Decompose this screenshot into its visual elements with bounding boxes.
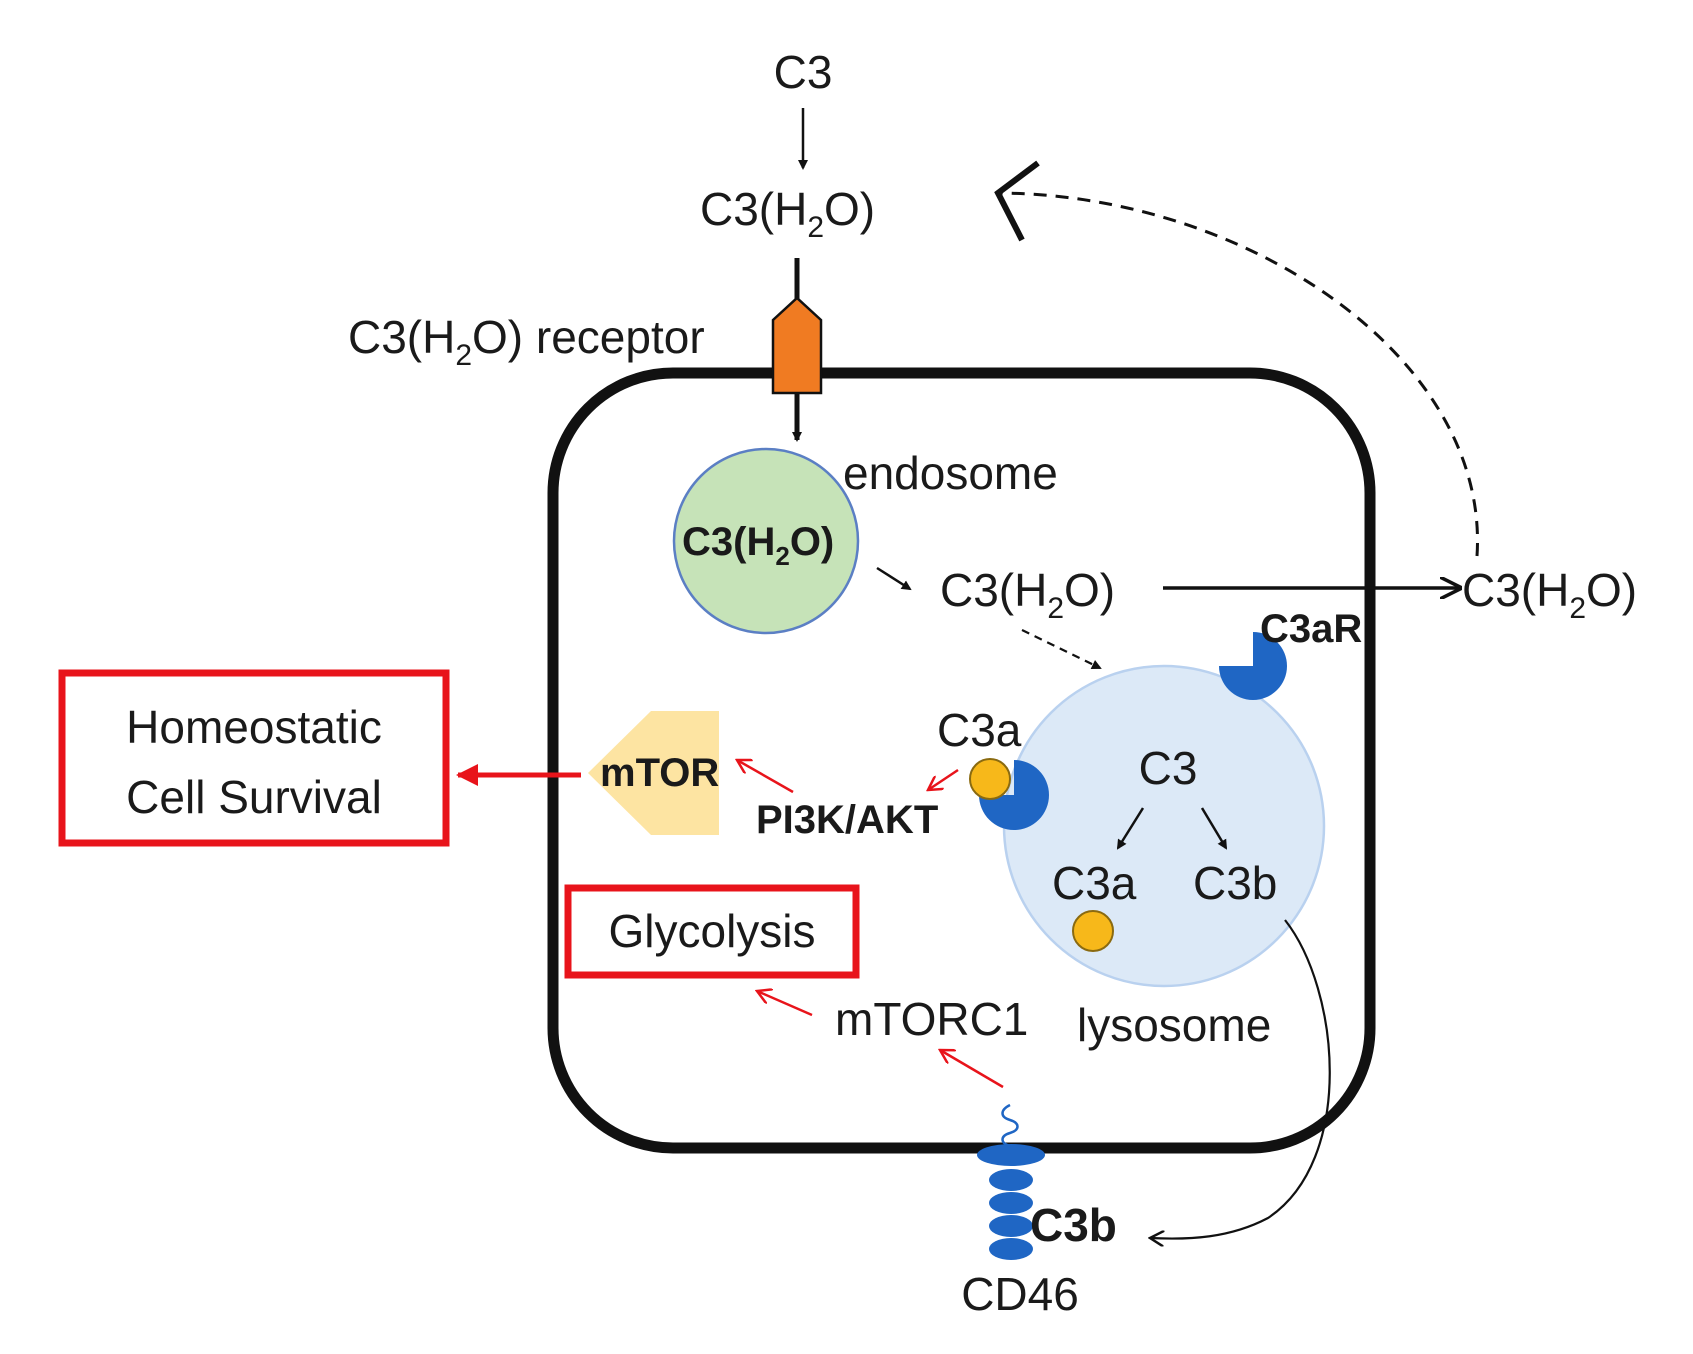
glycolysis-box: [564, 884, 860, 979]
c3b-bound-label: C3b: [1030, 1199, 1117, 1251]
lysosome-c3a-label: C3a: [1052, 857, 1137, 909]
c3ar-to-pi3k-arrow: [928, 768, 959, 790]
cd46-icon: [977, 1103, 1045, 1260]
lysosome-entry-dashed-arrow: [1021, 629, 1102, 669]
c3h2o-receptor-label: C3(H2O) receptor: [348, 311, 705, 372]
lysosome: [1002, 664, 1326, 988]
ball-icon: [969, 758, 1011, 800]
recycling-arrowhead: [994, 160, 1040, 242]
c3a-bound-label: C3a: [937, 704, 1022, 756]
homeostatic-line2: Cell Survival: [126, 771, 382, 823]
pi3k-to-mtor-arrow: [737, 760, 794, 794]
c3b-to-cd46-arrow: [1150, 919, 1331, 1239]
cd46-label: CD46: [961, 1268, 1079, 1320]
lysosome-c3b-label: C3b: [1193, 857, 1277, 909]
cd46-to-mtorc1-arrow: [940, 1050, 1004, 1089]
glycolysis-label: Glycolysis: [608, 905, 815, 957]
mtorc1-to-glycolysis-arrow: [757, 991, 813, 1017]
receptor-icon: [771, 296, 823, 395]
pi3k-akt-label: PI3K/AKT: [756, 798, 938, 842]
pacman-receptor-icon: [979, 760, 1049, 830]
lysosome-c3-label: C3: [1139, 742, 1198, 794]
mtor-label: mTOR: [600, 751, 719, 795]
c3-to-c3b-arrow: [1200, 807, 1228, 850]
pacman-receptor-icon: [1219, 632, 1287, 700]
mtorc1-label: mTORC1: [835, 993, 1028, 1045]
c3-top-label: C3: [774, 46, 833, 98]
mtor-icon: [588, 711, 719, 835]
lysosome-label: lysosome: [1077, 999, 1271, 1051]
c3h2o-cytosol-label: C3(H2O): [940, 564, 1115, 625]
recycling-dashed-arrow: [999, 191, 1479, 557]
endosome: [672, 447, 860, 635]
ball-icon: [1072, 910, 1114, 952]
endosome-label: endosome: [843, 447, 1058, 499]
c3h2o-top-label: C3(H2O): [700, 183, 875, 244]
cell-membrane: [547, 367, 1376, 1154]
endosome-release-arrow: [876, 566, 912, 591]
homeostatic-survival-box: [58, 669, 450, 847]
c3-to-c3a-arrow: [1116, 807, 1145, 850]
endosome-c3h2o-label: C3(H2O): [682, 520, 834, 571]
homeostatic-line1: Homeostatic: [126, 701, 382, 753]
c3ar-label: C3aR: [1260, 607, 1362, 651]
c3h2o-extracellular-label: C3(H2O): [1462, 564, 1637, 625]
